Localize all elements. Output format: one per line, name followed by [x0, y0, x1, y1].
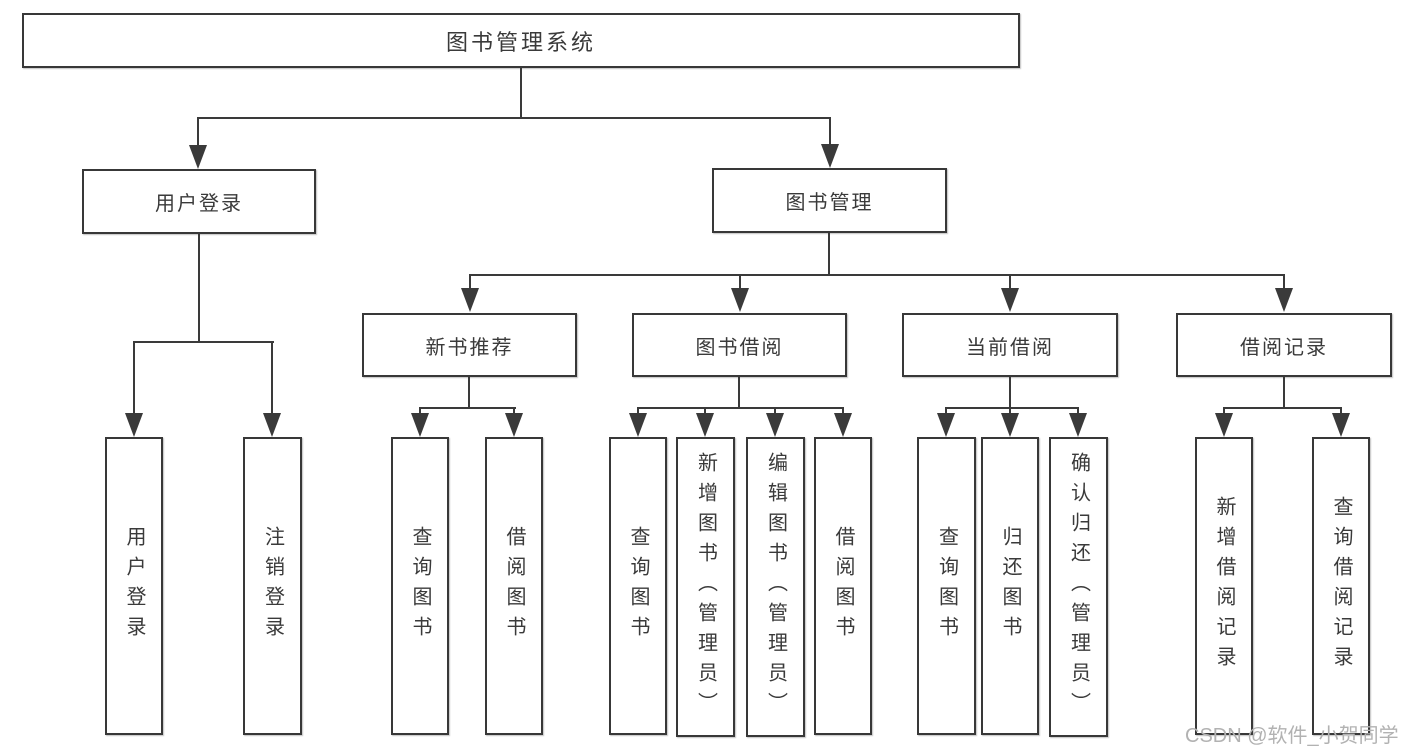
leaf-add-book-admin-label: 新增图书（管理员）	[694, 452, 717, 722]
leaf-borrow-books-borrow: 借阅图书	[814, 437, 872, 735]
arrow-down-icon	[189, 145, 207, 169]
arrow-down-icon	[1069, 413, 1087, 437]
connector-line	[1283, 274, 1285, 290]
node-book-borrow-label: 图书借阅	[695, 336, 784, 359]
node-book-mgmt-label: 图书管理	[785, 192, 874, 214]
leaf-edit-book-admin-label: 编辑图书（管理员）	[764, 452, 787, 722]
connector-line	[637, 407, 844, 409]
node-user-login-label: 用户登录	[155, 193, 243, 215]
arrow-down-icon	[696, 413, 714, 437]
leaf-user-login: 用户登录	[105, 437, 163, 735]
arrow-down-icon	[505, 413, 523, 437]
leaf-confirm-return-admin-label: 确认归还（管理员）	[1067, 452, 1090, 722]
leaf-add-borrow-record: 新增借阅记录	[1195, 437, 1253, 735]
leaf-query-borrow-record: 查询借阅记录	[1312, 437, 1370, 735]
connector-line	[469, 274, 471, 290]
leaf-query-borrow-record-label: 查询借阅记录	[1330, 496, 1352, 676]
leaf-query-books-current: 查询图书	[917, 437, 976, 735]
arrow-down-icon	[1332, 413, 1350, 437]
leaf-borrow-books-rec: 借阅图书	[485, 437, 543, 735]
node-user-login: 用户登录	[82, 169, 316, 234]
connector-line	[1009, 274, 1011, 290]
arrow-down-icon	[461, 288, 479, 312]
leaf-logout: 注销登录	[243, 437, 302, 735]
connector-line	[1009, 407, 1011, 417]
node-current-borrow-label: 当前借阅	[966, 336, 1054, 359]
connector-line	[513, 407, 515, 417]
watermark: CSDN @软件_小贺同学	[1185, 725, 1399, 747]
connector-line	[945, 407, 1079, 409]
connector-line	[739, 274, 741, 290]
connector-line	[828, 233, 830, 276]
leaf-query-books-rec-label: 查询图书	[409, 526, 431, 646]
connector-line	[774, 407, 776, 417]
connector-line	[1223, 407, 1225, 417]
arrow-down-icon	[1001, 413, 1019, 437]
connector-line	[945, 407, 947, 417]
connector-line	[1283, 377, 1285, 409]
connector-line	[1009, 377, 1011, 409]
arrow-down-icon	[937, 413, 955, 437]
arrow-down-icon	[731, 288, 749, 312]
connector-line	[468, 377, 470, 409]
arrow-down-icon	[629, 413, 647, 437]
leaf-query-books-borrow-label: 查询图书	[627, 526, 649, 646]
arrow-down-icon	[263, 413, 281, 437]
node-root: 图书管理系统	[22, 13, 1020, 68]
connector-line	[198, 234, 200, 343]
arrow-down-icon	[821, 144, 839, 168]
leaf-confirm-return-admin: 确认归还（管理员）	[1049, 437, 1108, 737]
leaf-logout-label: 注销登录	[261, 526, 284, 646]
leaf-borrow-books-borrow-label: 借阅图书	[832, 526, 854, 646]
node-new-book-rec-label: 新书推荐	[425, 336, 514, 359]
leaf-add-borrow-record-label: 新增借阅记录	[1213, 496, 1235, 676]
arrow-down-icon	[834, 413, 852, 437]
leaf-add-book-admin: 新增图书（管理员）	[676, 437, 735, 737]
node-current-borrow: 当前借阅	[902, 313, 1118, 377]
leaf-return-book-label: 归还图书	[999, 526, 1021, 646]
connector-line	[419, 407, 516, 409]
node-new-book-rec: 新书推荐	[362, 313, 577, 377]
leaf-edit-book-admin: 编辑图书（管理员）	[746, 437, 805, 737]
connector-line	[133, 341, 274, 343]
connector-line	[133, 341, 135, 416]
connector-line	[197, 117, 831, 119]
connector-line	[520, 68, 522, 118]
connector-line	[829, 117, 831, 147]
leaf-query-books-rec: 查询图书	[391, 437, 449, 735]
arrow-down-icon	[766, 413, 784, 437]
connector-line	[704, 407, 706, 417]
arrow-down-icon	[1275, 288, 1293, 312]
connector-line	[1223, 407, 1342, 409]
connector-line	[738, 377, 740, 409]
node-book-borrow: 图书借阅	[632, 313, 847, 377]
connector-line	[637, 407, 639, 417]
connector-line	[197, 117, 199, 149]
leaf-query-books-borrow: 查询图书	[609, 437, 667, 735]
leaf-borrow-books-rec-label: 借阅图书	[503, 526, 525, 646]
connector-line	[469, 274, 1285, 276]
connector-line	[1340, 407, 1342, 417]
connector-line	[842, 407, 844, 417]
arrow-down-icon	[1215, 413, 1233, 437]
connector-line	[419, 407, 421, 417]
arrow-down-icon	[1001, 288, 1019, 312]
leaf-user-login-label: 用户登录	[123, 526, 145, 646]
leaf-query-books-current-label: 查询图书	[935, 526, 958, 646]
node-borrow-records-label: 借阅记录	[1240, 336, 1328, 359]
arrow-down-icon	[411, 413, 429, 437]
leaf-return-book: 归还图书	[981, 437, 1039, 735]
arrow-down-icon	[125, 413, 143, 437]
node-root-label: 图书管理系统	[445, 29, 596, 55]
connector-line	[1077, 407, 1079, 417]
node-borrow-records: 借阅记录	[1176, 313, 1392, 377]
node-book-mgmt: 图书管理	[712, 168, 947, 233]
connector-line	[271, 341, 273, 416]
